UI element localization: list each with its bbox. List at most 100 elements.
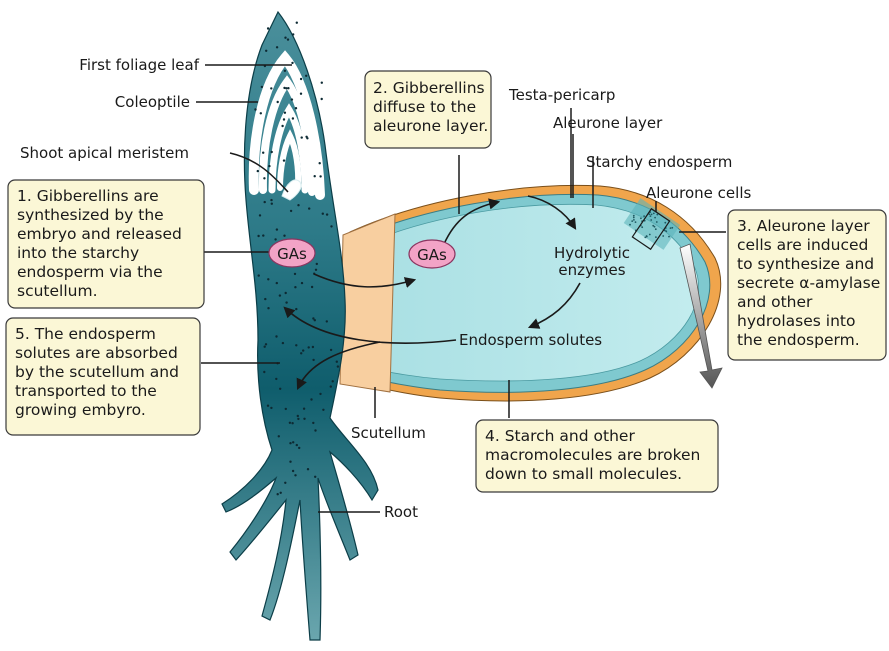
aleurone-dot xyxy=(641,226,643,228)
step2-line: diffuse to the xyxy=(373,98,476,116)
step3-line: and other xyxy=(737,293,813,311)
step1-line: into the starchy xyxy=(17,244,139,262)
aleurone-dot xyxy=(649,234,651,236)
aleurone-dot xyxy=(651,214,653,216)
step-box-4: 4. Starch and othermacromolecules are br… xyxy=(476,420,718,492)
embryo-dot xyxy=(267,27,269,29)
embryo-dot xyxy=(271,203,273,205)
aleurone-dot xyxy=(654,217,656,219)
aleurone-dot xyxy=(633,215,635,217)
embryo-dot xyxy=(258,274,260,276)
aleurone-dot xyxy=(656,221,658,223)
embryo-dot xyxy=(265,343,267,345)
step3-line: the endosperm. xyxy=(737,331,860,349)
aleurone-dot xyxy=(643,215,645,217)
embryo-dot xyxy=(292,470,294,472)
aleurone-dot xyxy=(664,222,666,224)
aleurone-dot xyxy=(668,236,670,238)
embryo-dot xyxy=(257,235,259,237)
step-box-2: 2. Gibberellinsdiffuse to thealeurone la… xyxy=(365,71,491,148)
aleurone-dot xyxy=(653,213,655,215)
step4-line: down to small molecules. xyxy=(485,465,682,483)
embryo-dot xyxy=(284,37,286,39)
embryo-dot xyxy=(303,408,305,410)
embryo-dot xyxy=(260,112,262,114)
embryo-dot xyxy=(278,435,280,437)
aleurone-dot xyxy=(662,235,664,237)
aleurone-dot xyxy=(655,236,657,238)
embryo-dot xyxy=(295,308,297,310)
embryo-dot xyxy=(284,70,286,72)
step3-line: to synthesize and xyxy=(737,255,874,273)
embryo-dot xyxy=(297,204,299,206)
step5-line: solutes are absorbed xyxy=(15,344,178,362)
embryo-dot xyxy=(298,447,300,449)
embryo-dot xyxy=(264,298,266,300)
embryo-dot xyxy=(267,278,269,280)
embryo-dot xyxy=(316,263,318,265)
embryo-dot xyxy=(337,365,339,367)
embryo-dot xyxy=(289,422,291,424)
embryo-dot xyxy=(310,398,312,400)
label-scutellum: Scutellum xyxy=(351,424,426,442)
embryo-dot xyxy=(289,442,291,444)
step5-line: by the scutellum and xyxy=(15,363,179,381)
embryo-dot xyxy=(292,33,294,35)
label-aleurone-cells: Aleurone cells xyxy=(646,184,751,202)
embryo-dot xyxy=(280,492,282,494)
embryo-dot xyxy=(314,476,316,478)
step4-line: 4. Starch and other xyxy=(485,427,635,445)
aleurone-dot xyxy=(633,219,635,221)
embryo-dot xyxy=(300,78,302,80)
embryo-dot xyxy=(279,388,281,390)
aleurone-dot xyxy=(644,237,646,239)
embryo-dot xyxy=(295,344,297,346)
label-enzymes: enzymes xyxy=(558,261,625,279)
embryo-dot xyxy=(300,93,302,95)
embryo-dot xyxy=(277,101,279,103)
step5-line: transported to the xyxy=(15,382,157,400)
embryo-dot xyxy=(281,125,283,127)
step1-line: synthesized by the xyxy=(17,206,164,224)
embryo-dot xyxy=(312,359,314,361)
embryo-dot xyxy=(261,86,263,88)
aleurone-dot xyxy=(633,217,635,219)
embryo-dot xyxy=(312,422,314,424)
step3-line: secrete α-amylase xyxy=(737,274,880,292)
label-hydrolytic: Hydrolytic xyxy=(554,244,630,262)
embryo-dot xyxy=(270,407,272,409)
step3-line: cells are induced xyxy=(737,236,868,254)
label-root: Root xyxy=(384,503,418,521)
embryo-dot xyxy=(321,98,323,100)
embryo-dot xyxy=(326,213,328,215)
gas-bubble-left: GAs xyxy=(269,239,315,267)
step2-line: 2. Gibberellins xyxy=(373,79,485,97)
embryo-dot xyxy=(262,234,264,236)
step1-line: scutellum. xyxy=(17,282,98,300)
embryo-dot xyxy=(283,159,285,161)
embryo-dot xyxy=(284,112,286,114)
embryo-dot xyxy=(291,62,293,64)
embryo-dot xyxy=(305,136,307,138)
embryo-dot xyxy=(284,482,286,484)
embryo-dot xyxy=(296,444,298,446)
scutellum-region xyxy=(340,214,395,392)
label-shoot-apical-meristem: Shoot apical meristem xyxy=(20,144,189,162)
embryo-dot xyxy=(315,269,317,271)
embryo-dot xyxy=(332,380,334,382)
embryo-dot xyxy=(330,349,332,351)
embryo-dot xyxy=(308,207,310,209)
label-aleurone-layer: Aleurone layer xyxy=(553,114,663,132)
embryo-dot xyxy=(294,286,296,288)
embryo-dot xyxy=(285,292,287,294)
gas-left-label: GAs xyxy=(277,245,307,263)
embryo-dot xyxy=(319,162,321,164)
embryo-dot xyxy=(292,117,294,119)
embryo-dot xyxy=(267,307,269,309)
embryo-dot xyxy=(279,294,281,296)
embryo-dot xyxy=(297,418,299,420)
embryo-dot xyxy=(330,225,332,227)
embryo-dot xyxy=(321,82,323,84)
